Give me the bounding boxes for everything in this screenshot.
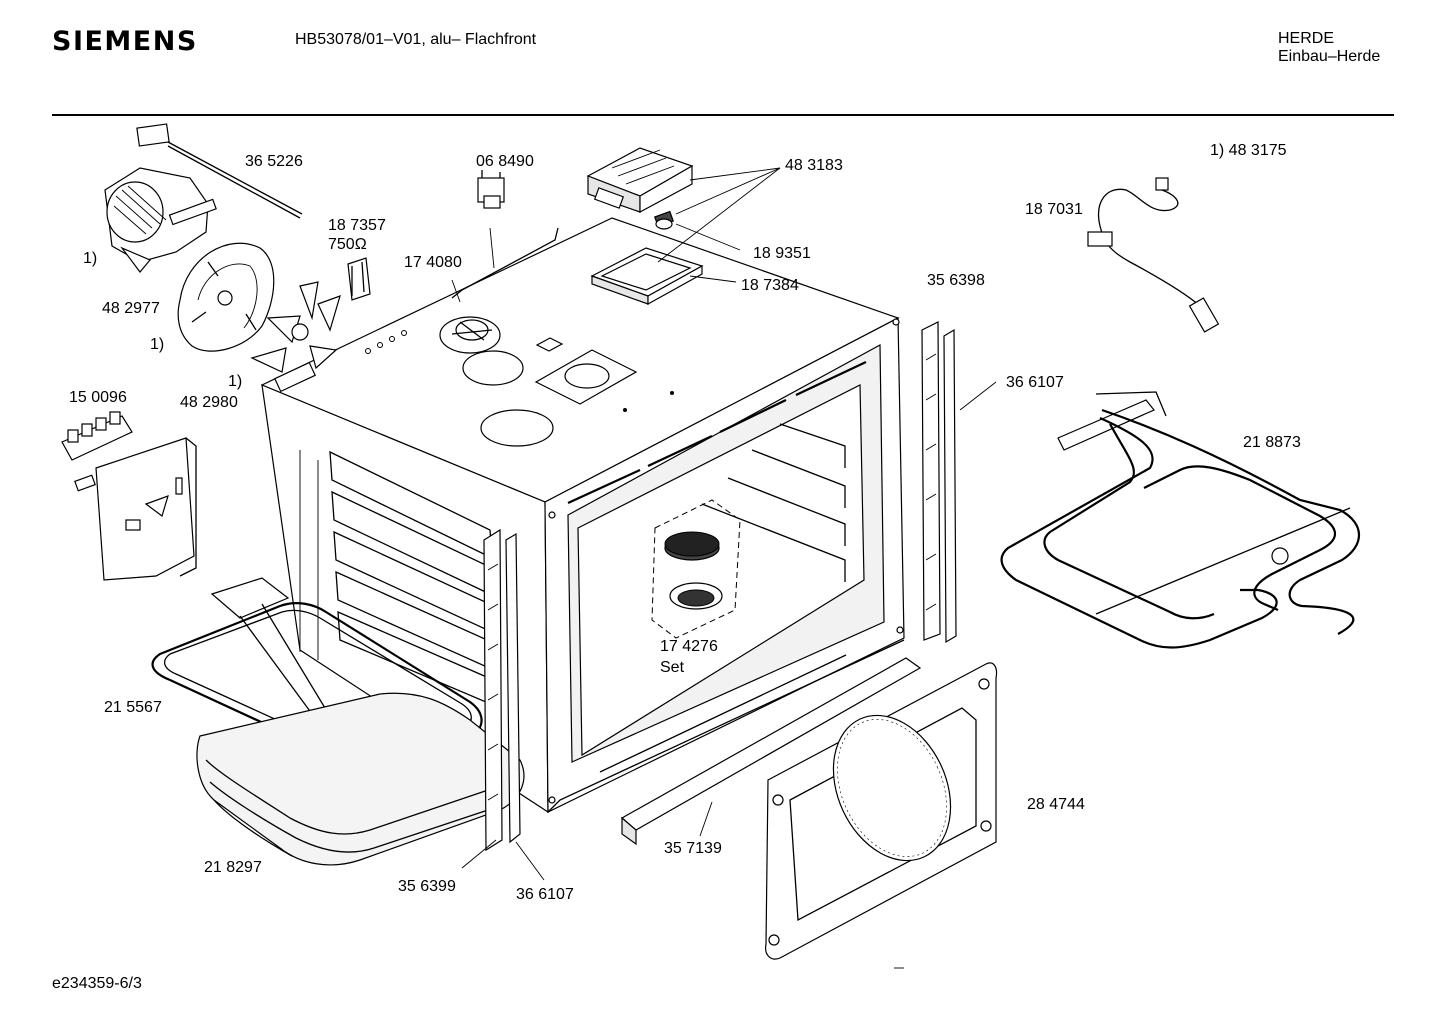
label-18-7357-value: 750Ω (328, 236, 367, 253)
oven-lamp-icon (654, 210, 674, 230)
label-18-7031: 18 7031 (1025, 201, 1083, 218)
temperature-limiter-icon (477, 170, 505, 209)
leader-lines (451, 167, 997, 969)
oven-door-icon (196, 692, 525, 866)
model-title: HB53078/01–V01, alu– Flachfront (295, 31, 537, 48)
right-front-rails-icon (921, 321, 957, 644)
oven-cavity-icon (260, 217, 905, 814)
door-seal-set-icon (651, 499, 741, 639)
lamp-gasket-icon (590, 247, 704, 306)
label-48-3183: 48 3183 (785, 157, 843, 174)
label-18-7357: 18 7357 (328, 217, 386, 234)
footnote-fan-motor: 1) (83, 250, 97, 267)
label-48-3175: 1) 48 3175 (1210, 142, 1287, 159)
transformer-icon (586, 147, 694, 214)
label-17-4080: 17 4080 (404, 254, 462, 271)
category-line-1: HERDE (1278, 30, 1335, 47)
label-36-6107-bottom: 36 6107 (516, 886, 574, 903)
rear-fitting-icon (439, 316, 501, 354)
label-17-4276-set: Set (660, 659, 685, 676)
label-28-4744: 28 4744 (1027, 796, 1085, 813)
left-front-rails-icon (483, 528, 521, 852)
back-panel-icon (765, 662, 998, 960)
fan-cover-icon (177, 242, 275, 352)
footnote-fan-wheel: 1) (228, 373, 242, 390)
label-21-8297: 21 8297 (204, 859, 262, 876)
grill-heater-icon (1000, 391, 1360, 649)
temperature-sensor-icon (1087, 177, 1220, 333)
bottom-trim-icon (620, 657, 922, 846)
brand-logo: SIEMENS (52, 26, 198, 57)
label-15-0096: 15 0096 (69, 389, 127, 406)
label-48-2977: 48 2977 (102, 300, 160, 317)
label-48-2980: 48 2980 (180, 394, 238, 411)
label-18-9351: 18 9351 (753, 245, 811, 262)
label-36-6107-right: 36 6107 (1006, 374, 1064, 391)
header-divider (52, 114, 1394, 116)
fan-wheel-icon (250, 281, 341, 393)
category-heading: HERDE Einbau–Herde (1278, 30, 1380, 66)
footnote-fan-cover: 1) (150, 336, 164, 353)
label-35-6398: 35 6398 (927, 272, 985, 289)
lamp-cover-icon (347, 257, 371, 301)
label-35-7139: 35 7139 (664, 840, 722, 857)
fan-motor-icon (104, 123, 303, 273)
terminal-block-icon (61, 411, 197, 581)
part-labels: 36 5226 06 8490 48 3183 1) 48 3175 18 73… (69, 142, 1301, 903)
label-18-7384: 18 7384 (741, 277, 799, 294)
label-17-4276: 17 4276 (660, 638, 718, 655)
label-06-8490: 06 8490 (476, 153, 534, 170)
label-36-5226: 36 5226 (245, 153, 303, 170)
document-id: e234359-6/3 (52, 975, 142, 992)
category-line-2: Einbau–Herde (1278, 48, 1381, 65)
label-21-5567: 21 5567 (104, 699, 162, 716)
label-21-8873: 21 8873 (1243, 434, 1301, 451)
label-35-6399: 35 6399 (398, 878, 456, 895)
